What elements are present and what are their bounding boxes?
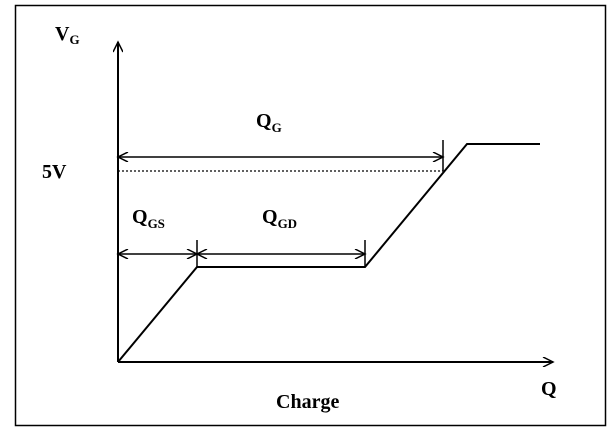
qg-label: QG: [256, 110, 282, 135]
x-axis-title: Charge: [276, 391, 339, 413]
x-axis-end-label: Q: [541, 378, 557, 400]
voltage-level-label: 5V: [42, 161, 67, 183]
y-axis-label: VG: [55, 23, 80, 47]
qgd-label: QGD: [262, 206, 297, 231]
frame-border: [14, 4, 607, 427]
qgs-label: QGS: [132, 206, 165, 231]
gate-charge-curve: [117, 143, 540, 363]
